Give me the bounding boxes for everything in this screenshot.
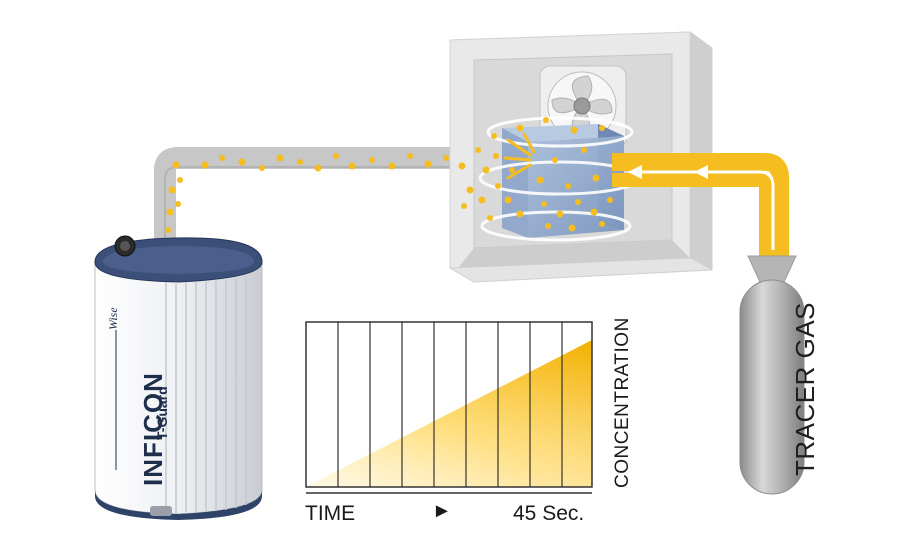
device-model-label: T-Guard xyxy=(154,386,170,440)
graph-y-axis-label: CONCENTRATION xyxy=(612,317,633,488)
concentration-graph xyxy=(305,321,593,494)
tracer-gas-cylinder xyxy=(739,255,805,495)
time-arrow-icon: ► xyxy=(432,500,452,522)
device-foot xyxy=(150,506,172,516)
flow-arrow-icon xyxy=(628,165,642,179)
tracer-gas-label: TRACER GAS xyxy=(790,301,820,476)
tracer-gas-particles xyxy=(165,117,619,233)
leak-spray-icon xyxy=(503,132,536,180)
test-part-block xyxy=(502,124,624,238)
graph-x-axis-label: TIME xyxy=(305,502,356,525)
tracer-gas-line xyxy=(612,153,789,258)
flow-arrow-icon xyxy=(694,165,708,179)
graph-duration-label: 45 Sec. xyxy=(513,502,585,525)
device-tagline-label: Wise xyxy=(106,307,120,330)
t-guard-device xyxy=(94,235,263,520)
